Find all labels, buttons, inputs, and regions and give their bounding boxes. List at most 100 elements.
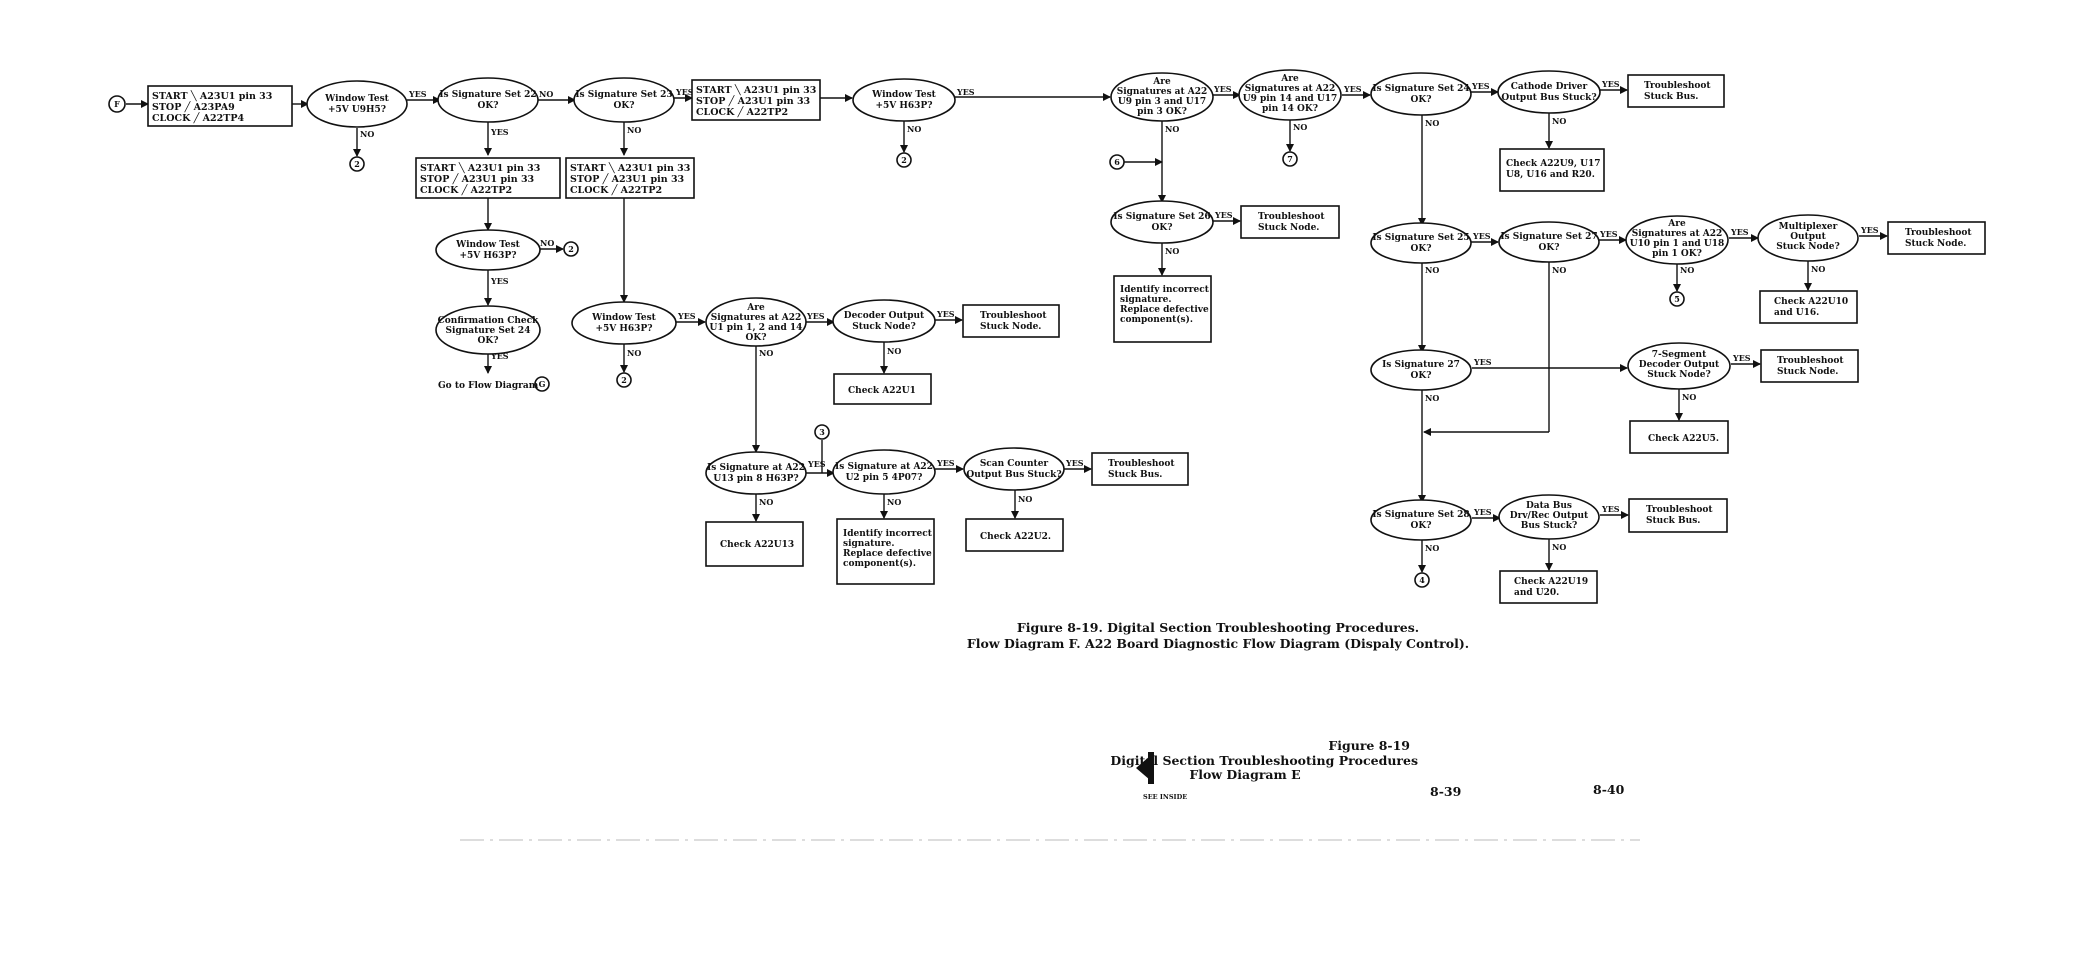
action-check-a22u5: Check A22U5.: [1629, 420, 1729, 454]
yes-label: YES: [490, 127, 509, 137]
decision-line: 7-Segment: [1652, 350, 1707, 360]
action-line: component(s).: [1120, 314, 1193, 325]
action-line: Stuck Node.: [1777, 367, 1838, 377]
yes-label: YES: [1730, 227, 1749, 237]
no-label: NO: [1165, 246, 1179, 256]
decision-line: Output: [1790, 232, 1826, 242]
decision-cathode-driver: Cathode Driver Output Bus Stuck?: [1497, 70, 1601, 114]
no-label: NO: [1425, 543, 1439, 553]
decision-line: +5V H63P?: [876, 101, 933, 111]
decision-signature-set-22: Is Signature Set 22 OK?: [437, 77, 539, 123]
connector-3: 3: [814, 424, 830, 440]
no-label: NO: [1165, 124, 1179, 134]
connector-label: 5: [1674, 294, 1680, 304]
action-check-a22u19: Check A22U19 and U20.: [1499, 570, 1598, 604]
decision-line: OK?: [478, 336, 499, 346]
decision-line: Is Signature Set 25: [1372, 233, 1469, 243]
decision-line: U1 pin 1, 2 and 14: [710, 323, 803, 333]
yes-label: YES: [1601, 79, 1620, 89]
decisions: Window Test +5V U9H5? Is Signature Set 2…: [306, 69, 1859, 541]
yes-label: YES: [936, 458, 955, 468]
decision-decoder-output: Decoder Output Stuck Node?: [832, 299, 936, 343]
decision-line: pin 3 OK?: [1137, 107, 1187, 117]
yes-label: YES: [1732, 353, 1751, 363]
action-line: Troubleshoot: [980, 311, 1047, 321]
see-inside-arrow-icon: [1136, 756, 1150, 780]
action-line: Identify incorrect: [1120, 285, 1210, 295]
box-line: START ╲ A23U1 pin 33: [152, 90, 272, 102]
action-troubleshoot-stuck-bus-2: Troubleshoot Stuck Bus.: [1627, 74, 1725, 108]
action-line: and U20.: [1514, 588, 1559, 598]
action-check-a22u9: Check A22U9, U17 U8, U16 and R20.: [1499, 148, 1605, 192]
decision-line: OK?: [1411, 95, 1432, 105]
connector-7: 7: [1282, 151, 1298, 167]
box-line: STOP ╱ A23U1 pin 33: [570, 173, 684, 185]
box-line: CLOCK ╱ A22TP2: [696, 106, 788, 118]
signal-box-2: START ╲ A23U1 pin 33 STOP ╱ A23U1 pin 33…: [415, 157, 561, 199]
decision-line: U9 pin 14 and U17: [1243, 94, 1337, 104]
no-label: NO: [1552, 265, 1566, 275]
decision-signature-set-26: Is Signature Set 26 OK?: [1110, 200, 1214, 244]
yes-label: YES: [1343, 84, 1362, 94]
yes-label: YES: [806, 311, 825, 321]
action-line: Check A22U9, U17: [1506, 159, 1601, 169]
action-line: Check A22U2.: [980, 532, 1051, 542]
no-label: NO: [1018, 494, 1032, 504]
decision-line: Is Signature Set 22: [439, 90, 536, 100]
action-line: signature.: [843, 539, 894, 549]
decision-line: Is Signature at A22: [707, 463, 805, 473]
action-line: Troubleshoot: [1905, 228, 1972, 238]
yes-label: YES: [677, 311, 696, 321]
decision-line: Scan Counter: [980, 459, 1049, 469]
decision-signatures-u1: Are Signatures at A22 U1 pin 1, 2 and 14…: [705, 297, 807, 347]
decision-window-test-h63p-b: Window Test +5V H63P?: [435, 229, 541, 271]
signal-box-1: START ╲ A23U1 pin 33 STOP ╱ A23PA9 CLOCK…: [147, 85, 293, 127]
decision-line: Window Test: [455, 240, 521, 250]
decision-signatures-u9-pin3: Are Signatures at A22 U9 pin 3 and U17 p…: [1110, 72, 1214, 122]
action-line: Check A22U1: [848, 386, 916, 396]
decision-line: Is Signature at A22: [835, 462, 933, 472]
connector-label: 2: [621, 375, 627, 385]
connector-label: 4: [1419, 575, 1425, 585]
no-label: NO: [759, 497, 773, 507]
decision-u2-pin5: Is Signature at A22 U2 pin 5 4P07?: [832, 449, 936, 495]
yes-label: YES: [1601, 504, 1620, 514]
yes-label: YES: [675, 87, 694, 97]
decision-line: Window Test: [324, 94, 390, 104]
signal-box-3: START ╲ A23U1 pin 33 STOP ╱ A23U1 pin 33…: [691, 79, 821, 121]
figure-caption: Figure 8-19. Digital Section Troubleshoo…: [967, 620, 1469, 651]
decision-line: U2 pin 5 4P07?: [846, 473, 923, 483]
yes-label: YES: [490, 351, 509, 361]
connector-f: F: [108, 95, 126, 113]
decision-line: Confirmation Check: [438, 316, 540, 326]
decision-line: Output Bus Stuck?: [1501, 93, 1596, 103]
decision-line: Signatures at A22: [1632, 229, 1723, 239]
yes-label: YES: [1472, 231, 1491, 241]
footer-figure: Figure 8-19: [1328, 738, 1410, 753]
decision-line: Stuck Node?: [852, 322, 916, 332]
yes-label: YES: [1473, 357, 1492, 367]
page-number-left: 8-39: [1430, 784, 1461, 799]
box-line: STOP ╱ A23PA9: [152, 101, 235, 113]
action-line: Troubleshoot: [1644, 81, 1711, 91]
yes-label: YES: [1214, 210, 1233, 220]
caption-line-1: Figure 8-19. Digital Section Troubleshoo…: [1017, 620, 1419, 635]
decision-line: Is Signature Set 23: [575, 90, 672, 100]
no-label: NO: [1680, 265, 1694, 275]
footer-title-2: Flow Diagram E: [1189, 767, 1300, 782]
decision-window-test-h63p-c: Window Test +5V H63P?: [571, 301, 677, 345]
decision-line: Is Signature Set 24: [1372, 84, 1469, 94]
decision-line: Are: [1280, 74, 1299, 84]
decision-line: Is Signature Set 27: [1500, 232, 1597, 242]
action-line: U8, U16 and R20.: [1506, 170, 1595, 180]
decision-window-test-u9h5: Window Test +5V U9H5?: [306, 80, 408, 128]
decision-line: Data Bus: [1526, 501, 1572, 511]
decision-line: Signatures at A22: [1245, 84, 1336, 94]
decision-line: Decoder Output: [1639, 360, 1720, 370]
decision-line: U10 pin 1 and U18: [1630, 239, 1724, 249]
decision-signature-set-25: Is Signature Set 25 OK?: [1370, 222, 1472, 264]
decision-signature-set-24: Is Signature Set 24 OK?: [1370, 72, 1472, 116]
action-line: Troubleshoot: [1646, 505, 1713, 515]
action-troubleshoot-stuck-node-1: Troubleshoot Stuck Node.: [962, 304, 1060, 338]
